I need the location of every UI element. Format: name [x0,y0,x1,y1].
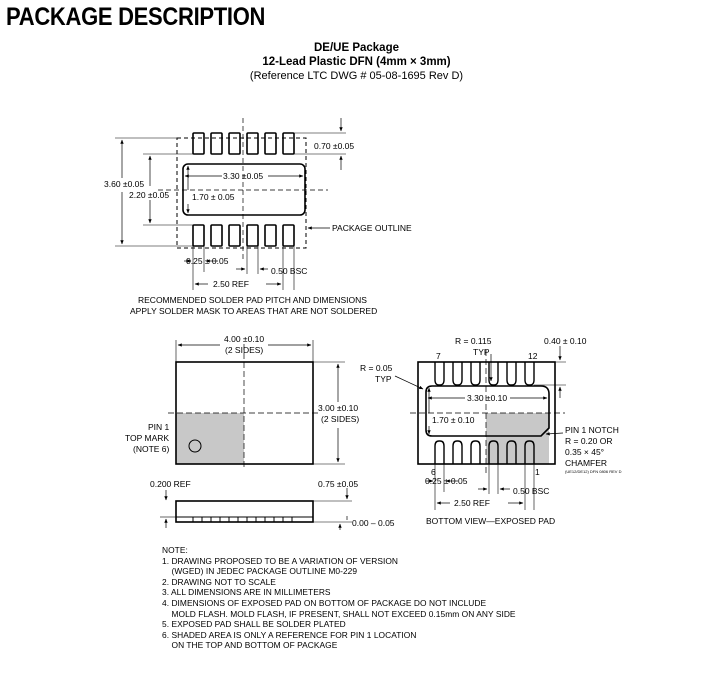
lp-epad-length-dim: 3.30 ±0.05 [223,171,263,181]
note-line: 6. SHADED AREA IS ONLY A REFERENCE FOR P… [162,629,417,640]
side-view-body [175,500,314,523]
pin1-top-mark [188,439,202,453]
bv-radius-top-typ: TYP [473,347,490,357]
tv-pin1-label-3: (NOTE 6) [133,444,170,454]
bv-pin-7: 7 [436,351,441,361]
bv-notch-label-2: R = 0.20 OR [565,436,612,446]
lp-package-outline-label: PACKAGE OUTLINE [332,223,412,233]
bv-pitch-dim: 0.50 BSC [513,486,549,496]
tv-length-dim: 4.00 ±0.10 [224,334,264,344]
lp-pad-width-dim: 0.70 ±0.05 [314,141,354,151]
sv-standoff-dim: 0.00 – 0.05 [352,518,395,528]
top-view [168,340,345,470]
lp-caption-1: RECOMMENDED SOLDER PAD PITCH AND DIMENSI… [138,295,367,305]
lp-ref-dim: 2.50 REF [213,279,249,289]
package-reference: (Reference LTC DWG # 05-08-1695 Rev D) [249,70,464,82]
bv-exposed-pad [425,385,550,437]
tv-width-dim: 3.00 ±0.10 [318,403,358,413]
note-line: (WGED) IN JEDEC PACKAGE OUTLINE M0-229 [162,566,358,577]
note-line: 4. DIMENSIONS OF EXPOSED PAD ON BOTTOM O… [162,597,487,608]
pin1-shaded-area [176,413,244,464]
side-leads [192,516,293,523]
bv-ref-dim: 2.50 REF [454,498,490,508]
tv-length-sides: (2 SIDES) [225,345,263,355]
sv-height-dim: 0.75 ±0.05 [318,479,358,489]
package-titles: DE/UE Package 12-Lead Plastic DFN (4mm ×… [0,41,713,83]
tv-pin1-label-1: PIN 1 [148,422,170,432]
note-line: MOLD FLASH. MOLD FLASH, IF PRESENT, SHAL… [162,608,516,619]
bv-notch-label-3: 0.35 × 45° [565,447,604,457]
note-line: 2. DRAWING NOT TO SCALE [162,576,276,587]
bv-bottom-leads [434,440,535,464]
notes: NOTE: 1. DRAWING PROPOSED TO BE A VARIAT… [162,545,516,651]
bv-pin-1: 1 [535,467,540,477]
note-line: ON THE TOP AND BOTTOM OF PACKAGE [162,640,338,651]
package-name: DE/UE Package [313,42,399,54]
page-title: PACKAGE DESCRIPTION [6,2,266,31]
bv-notch-label-1: PIN 1 NOTCH [565,425,619,435]
lp-overall-dim: 3.60 ±0.05 [104,179,144,189]
tv-pin1-label-2: TOP MARK [125,433,169,443]
lp-caption-2: APPLY SOLDER MASK TO AREAS THAT ARE NOT … [130,306,377,316]
bv-notch-label-4: CHAMFER [565,458,607,468]
sv-ref-dim: 0.200 REF [150,479,191,489]
exposed-solder-pad [182,163,306,216]
bottom-solder-pads [192,224,295,247]
lp-lead-width-dim: 0.25 ± 0.05 [186,256,229,266]
notes-heading: NOTE: [162,545,188,555]
bv-radius-left-typ: TYP [375,374,392,384]
top-solder-pads [192,132,295,155]
bv-radius-top: R = 0.115 [455,336,492,346]
bv-pin-12: 12 [528,351,538,361]
bv-top-leads [434,362,535,386]
bv-caption: BOTTOM VIEW—EXPOSED PAD [426,516,555,526]
land-pattern [115,118,346,290]
bv-pin-6: 6 [431,467,436,477]
note-line: 1. DRAWING PROPOSED TO BE A VARIATION OF… [162,555,399,566]
tv-width-sides: (2 SIDES) [321,414,359,424]
bottom-view [394,346,566,510]
bv-radius-left: R = 0.05 [360,363,393,373]
bv-lead-width-dim: 0.25 ± 0.05 [425,476,468,486]
bv-drawing-code: (UE12/DE12) DFN 0806 REV D [565,469,622,474]
header: PACKAGE DESCRIPTION [6,2,265,31]
lp-pitch-dim: 0.50 BSC [271,266,307,276]
bv-pin1-shaded-area [486,413,549,464]
lp-epad-width-dim: 1.70 ± 0.05 [192,192,235,202]
bv-epad-length-dim: 3.30 ±0.10 [467,393,507,403]
bv-epad-width-dim: 1.70 ± 0.10 [432,415,475,425]
note-line: 3. ALL DIMENSIONS ARE IN MILLIMETERS [162,587,331,598]
side-view [160,488,352,530]
lp-inner-dim: 2.20 ±0.05 [129,190,169,200]
package-type: 12-Lead Plastic DFN (4mm × 3mm) [262,56,451,68]
bv-pad-length-dim: 0.40 ± 0.10 [544,336,587,346]
note-line: 5. EXPOSED PAD SHALL BE SOLDER PLATED [162,619,346,630]
package-outline [176,137,307,249]
